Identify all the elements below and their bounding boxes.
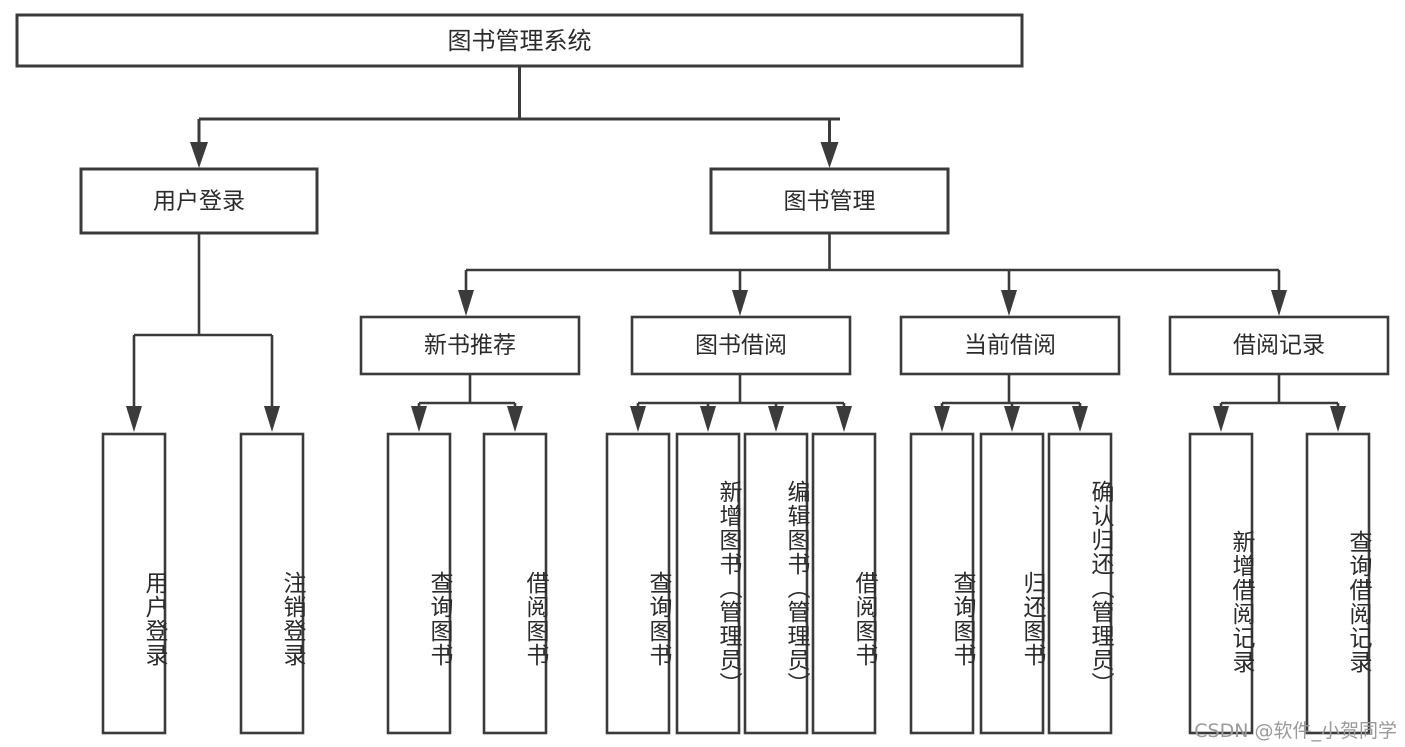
- node-user-login-label: 用户登录: [153, 189, 245, 215]
- node-new-book-recommend[interactable]: 新书推荐: [359, 315, 581, 376]
- arrow-head-leaf-add-record: [1213, 406, 1229, 432]
- node-root-box[interactable]: [15, 13, 1024, 68]
- arrow-head-leaf-user-login: [126, 406, 142, 432]
- node-book-management-box[interactable]: [709, 167, 950, 235]
- arrow-head-new-book-recommend: [458, 290, 474, 316]
- node-book-borrow-box[interactable]: [630, 315, 852, 376]
- leaf-layer: [101, 432, 1371, 735]
- node-current-borrow-label: 当前借阅: [964, 333, 1056, 359]
- arrow-head-borrow-records: [1271, 290, 1287, 316]
- arrow-head-book-borrow: [732, 290, 748, 316]
- node-leaf-query-book-borrow-box[interactable]: [605, 432, 671, 735]
- node-book-management-label: 图书管理: [784, 189, 876, 215]
- node-leaf-user-login-box[interactable]: [101, 432, 167, 735]
- arrow-head-leaf-add-book: [700, 406, 716, 432]
- node-leaf-return-book-box[interactable]: [979, 432, 1045, 735]
- arrow-head-leaf-query-record: [1330, 406, 1346, 432]
- arrow-head-user-login: [190, 142, 208, 168]
- node-root[interactable]: 图书管理系统: [15, 13, 1024, 68]
- node-borrow-records-box[interactable]: [1168, 315, 1390, 376]
- node-leaf-add-book-box[interactable]: [675, 432, 741, 735]
- node-leaf-edit-book-box[interactable]: [743, 432, 809, 735]
- node-borrow-records-label: 借阅记录: [1233, 333, 1325, 359]
- node-leaf-confirm-return-box[interactable]: [1047, 432, 1113, 735]
- node-leaf-query-record-box[interactable]: [1305, 432, 1371, 735]
- arrow-head-current-borrow: [1001, 290, 1017, 316]
- node-borrow-records[interactable]: 借阅记录: [1168, 315, 1390, 376]
- node-current-borrow-box[interactable]: [899, 315, 1121, 376]
- node-leaf-add-record-box[interactable]: [1188, 432, 1254, 735]
- arrow-head-leaf-query-book-borrow: [630, 406, 646, 432]
- arrow-head-leaf-return-book: [1004, 406, 1020, 432]
- connector-layer: [126, 66, 1346, 432]
- node-leaf-query-book-current-box[interactable]: [909, 432, 975, 735]
- node-leaf-borrow-book-rec-box[interactable]: [482, 432, 548, 735]
- arrow-head-leaf-query-book-rec: [411, 406, 427, 432]
- node-user-login[interactable]: 用户登录: [79, 167, 319, 235]
- arrow-head-leaf-query-book-current: [934, 406, 950, 432]
- node-leaf-borrow-book-box[interactable]: [811, 432, 877, 735]
- node-root-label: 图书管理系统: [448, 27, 592, 55]
- node-user-login-box[interactable]: [79, 167, 319, 235]
- node-book-management[interactable]: 图书管理: [709, 167, 950, 235]
- node-current-borrow[interactable]: 当前借阅: [899, 315, 1121, 376]
- arrow-head-leaf-logout: [264, 406, 280, 432]
- arrow-head-leaf-edit-book: [768, 406, 784, 432]
- arrow-head-leaf-confirm-return: [1072, 406, 1088, 432]
- node-leaf-logout-box[interactable]: [239, 432, 305, 735]
- node-book-borrow-label: 图书借阅: [695, 333, 787, 359]
- node-layer: 图书管理系统 用户登录 图书管理 新书推荐 图书借阅: [15, 13, 1390, 735]
- node-new-book-recommend-label: 新书推荐: [424, 333, 516, 359]
- csdn-watermark: CSDN @软件_小贺同学: [1194, 720, 1397, 742]
- arrow-head-leaf-borrow-book-rec: [507, 406, 523, 432]
- arrow-head-leaf-borrow-book: [836, 406, 852, 432]
- node-leaf-query-book-rec-box[interactable]: [386, 432, 452, 735]
- node-new-book-recommend-box[interactable]: [359, 315, 581, 376]
- arrow-head-book-management: [820, 142, 839, 168]
- node-book-borrow[interactable]: 图书借阅: [630, 315, 852, 376]
